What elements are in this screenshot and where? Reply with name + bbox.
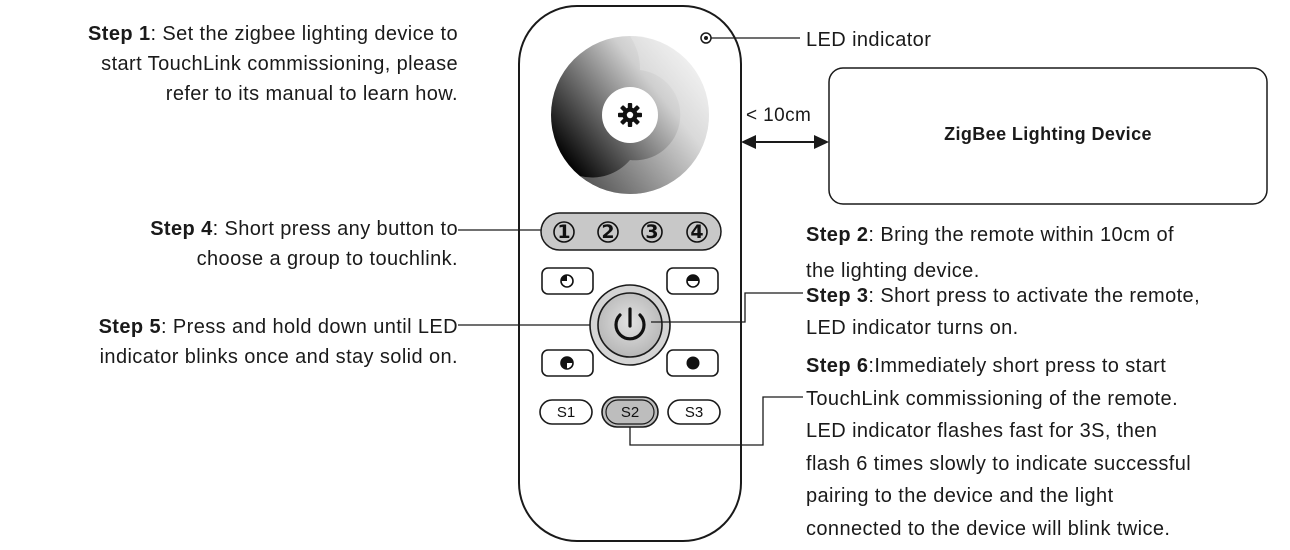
scene-button-label: S3 — [685, 404, 703, 421]
distance-label: < 10cm — [746, 105, 812, 126]
group-button-3[interactable]: 3 — [641, 221, 663, 243]
step6-text: Step 6:Immediately short press to start … — [806, 355, 1192, 540]
distance-arrow — [741, 135, 829, 149]
step2-label: Step 2 — [806, 224, 869, 246]
step5-label: Step 5 — [98, 316, 161, 338]
cct-wheel[interactable] — [551, 36, 709, 194]
step2-text: Step 2: Bring the remote within 10cm of … — [806, 224, 1174, 282]
step3-label: Step 3 — [806, 285, 869, 307]
scene-button-label: S1 — [557, 404, 575, 421]
cct-button-bottom-right[interactable] — [666, 349, 719, 377]
step4-label: Step 4 — [150, 218, 213, 240]
step5-text: Step 5: Press and hold down until LED in… — [98, 316, 458, 368]
device-label: ZigBee Lighting Device — [944, 124, 1152, 144]
step6-label: Step 6 — [806, 355, 869, 377]
group-button-bar — [540, 212, 722, 251]
group-button-4[interactable]: 4 — [686, 221, 708, 243]
cct-button-bottom-left[interactable] — [541, 349, 594, 377]
power-icon — [614, 307, 646, 341]
scene-button-label: S2 — [621, 404, 639, 421]
gear-icon — [618, 103, 642, 127]
step1-label: Step 1 — [88, 23, 151, 45]
power-button[interactable] — [589, 284, 671, 366]
filled-circle-icon — [686, 356, 700, 370]
step4-text: Step 4: Short press any button to choose… — [150, 218, 458, 270]
scene-button-s1[interactable]: S1 — [539, 399, 593, 425]
cct-button-top-left[interactable] — [541, 267, 594, 295]
group-button-label: 3 — [645, 221, 658, 243]
step3-text: Step 3: Short press to activate the remo… — [806, 285, 1201, 339]
led-indicator-label: LED indicator — [806, 29, 932, 51]
group-button-label: 4 — [690, 221, 703, 243]
zigbee-device-box — [828, 67, 1268, 205]
step1-text: Step 1: Set the zigbee lighting device t… — [88, 23, 458, 105]
scene-button-s3[interactable]: S3 — [667, 399, 721, 425]
leader-lines — [458, 37, 803, 446]
scene-button-s2[interactable]: S2 — [601, 396, 659, 428]
group-button-label: 2 — [601, 221, 614, 243]
group-button-1[interactable]: 1 — [553, 221, 575, 243]
group-button-2[interactable]: 2 — [597, 221, 619, 243]
group-button-label: 1 — [557, 221, 570, 243]
cct-button-top-right[interactable] — [666, 267, 719, 295]
